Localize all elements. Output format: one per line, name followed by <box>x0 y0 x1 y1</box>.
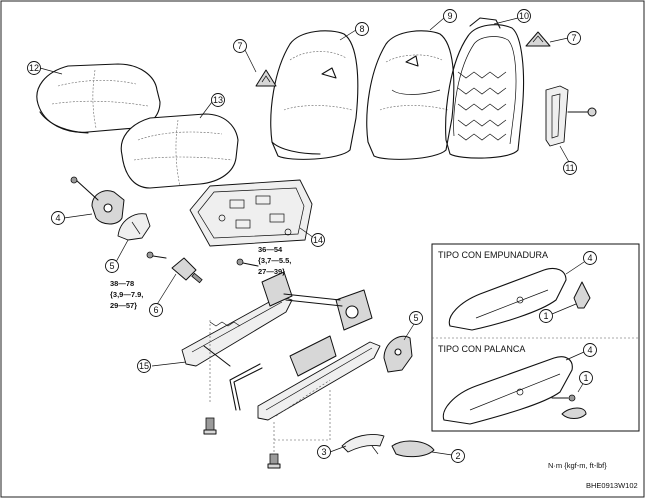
svg-text:7: 7 <box>237 41 242 51</box>
svg-text:1: 1 <box>583 373 588 383</box>
svg-text:6: 6 <box>153 305 158 315</box>
svg-text:4: 4 <box>587 345 592 355</box>
svg-text:14: 14 <box>313 235 323 245</box>
unit-note: N·m {kgf-m, ft-lbf} <box>548 461 607 470</box>
callout-7-left: 7 <box>233 39 247 53</box>
svg-text:4: 4 <box>587 253 592 263</box>
callout-11: 11 <box>563 161 577 175</box>
alignment-lines <box>209 318 331 452</box>
knob-6 <box>171 257 203 284</box>
svg-text:13: 13 <box>213 95 223 105</box>
callout-14: 14 <box>311 233 325 247</box>
svg-text:9: 9 <box>447 11 452 21</box>
seat-rail-assembly-15 <box>181 271 381 421</box>
seat-cushion-cover-12 <box>36 63 161 134</box>
callout-6: 6 <box>149 303 163 317</box>
inset-title-grip: TIPO CON EMPUNADURA <box>438 250 548 260</box>
svg-text:2: 2 <box>455 451 460 461</box>
hinge-cover-4 <box>70 176 125 225</box>
seatback-pad-9 <box>366 30 455 160</box>
callout-4-grip: 4 <box>583 251 597 265</box>
svg-text:1: 1 <box>543 311 548 321</box>
svg-text:4: 4 <box>55 213 60 223</box>
callout-5-left: 5 <box>105 259 119 273</box>
seatback-frame-10 <box>445 17 525 159</box>
bolt-36-54 <box>236 258 259 267</box>
bottom-bolt-right <box>267 453 281 469</box>
callout-12: 12 <box>27 61 41 75</box>
torque-label-38-78: 38—78 {3,9—7.9, 29—57} <box>110 279 143 310</box>
bolt-38-78 <box>146 251 167 259</box>
inset-title-lever: TIPO CON PALANCA <box>438 344 525 354</box>
trim-cap-7-right <box>525 31 551 47</box>
bracket-11 <box>545 85 597 147</box>
callout-10: 10 <box>517 9 531 23</box>
callout-15: 15 <box>137 359 151 373</box>
torque-label-36-54: 36—54 {3,7—5.5, 27—39} <box>258 245 291 276</box>
handle-2 <box>391 440 435 458</box>
callout-3: 3 <box>317 445 331 459</box>
svg-text:29—57}: 29—57} <box>110 301 137 310</box>
callout-8: 8 <box>355 22 369 36</box>
inset-box <box>431 243 640 432</box>
callout-2: 2 <box>451 449 465 463</box>
lever-3 <box>341 434 385 455</box>
cover-5-left <box>117 213 151 241</box>
svg-text:15: 15 <box>139 361 149 371</box>
figure-code: BHE0913W102 <box>586 481 638 490</box>
callout-4: 4 <box>51 211 65 225</box>
callout-1-lever: 1 <box>579 371 593 385</box>
callout-13: 13 <box>211 93 225 107</box>
callout-7-right: 7 <box>567 31 581 45</box>
svg-text:7: 7 <box>571 33 576 43</box>
svg-text:{3,9—7.9,: {3,9—7.9, <box>110 290 143 299</box>
leader-lines <box>39 17 585 456</box>
svg-text:5: 5 <box>413 313 418 323</box>
svg-text:12: 12 <box>29 63 39 73</box>
callout-1-grip: 1 <box>539 309 553 323</box>
trim-cap-7-left <box>255 69 277 87</box>
svg-text:{3,7—5.5,: {3,7—5.5, <box>258 256 291 265</box>
seat-cushion-pad-13 <box>120 113 239 189</box>
svg-text:38—78: 38—78 <box>110 279 134 288</box>
svg-text:10: 10 <box>519 11 529 21</box>
callout-5-right: 5 <box>409 311 423 325</box>
callout-4-lever: 4 <box>583 343 597 357</box>
svg-text:5: 5 <box>109 261 114 271</box>
svg-text:11: 11 <box>565 163 574 173</box>
seatback-cover-8 <box>270 30 359 160</box>
svg-text:3: 3 <box>321 447 326 457</box>
svg-text:27—39}: 27—39} <box>258 267 285 276</box>
bottom-bolt-left <box>203 417 217 435</box>
callout-9: 9 <box>443 9 457 23</box>
svg-text:36—54: 36—54 <box>258 245 283 254</box>
cover-5-right <box>383 335 413 373</box>
seat-pan-14 <box>189 179 313 247</box>
svg-text:8: 8 <box>359 24 364 34</box>
